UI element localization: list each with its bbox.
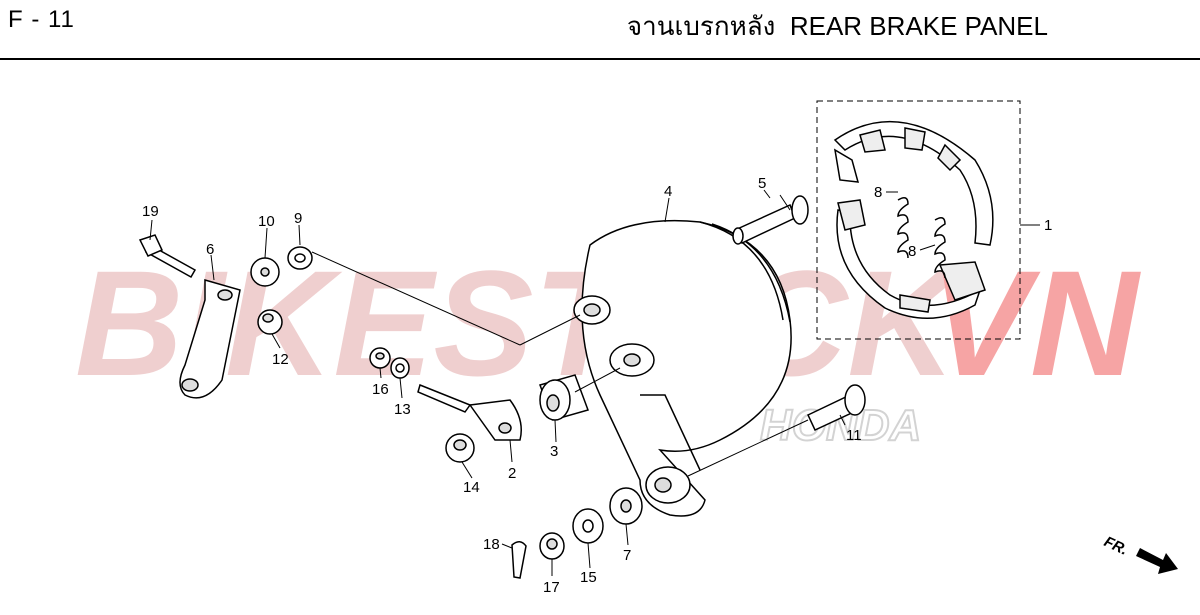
nut-14 — [445, 433, 475, 463]
wear-indicator-plate — [250, 257, 280, 287]
washer-13 — [390, 357, 410, 379]
page-header: F - 11 จานเบรกหลัง REAR BRAKE PANEL — [0, 0, 1200, 60]
washer-7 — [609, 487, 643, 525]
brake-shoe-upper — [833, 120, 994, 246]
callout-1: 1 — [1044, 217, 1052, 234]
title-thai: จานเบรกหลัง — [626, 11, 776, 41]
callout-19: 19 — [142, 203, 159, 220]
title-english: REAR BRAKE PANEL — [789, 11, 1048, 41]
rubber-cap — [257, 309, 283, 335]
callout-2: 2 — [508, 465, 516, 482]
anchor-pin — [732, 195, 809, 245]
callout-17: 17 — [543, 579, 560, 596]
arm-bolt — [138, 234, 197, 279]
callout-13: 13 — [394, 401, 411, 418]
callout-4: 4 — [664, 183, 672, 200]
callout-8b: 8 — [908, 243, 916, 260]
brake-panel — [573, 219, 792, 517]
brake-shoe-lower — [836, 199, 986, 319]
callout-7: 7 — [623, 547, 631, 564]
callout-12: 12 — [272, 351, 289, 368]
washer-15 — [572, 508, 604, 544]
brake-shoe-spring-left — [897, 197, 909, 259]
page-code: F - 11 — [8, 6, 75, 33]
callout-11: 11 — [846, 427, 862, 444]
nut-16 — [369, 347, 391, 369]
direction-label: FR. — [1101, 533, 1130, 559]
callout-16: 16 — [372, 381, 389, 398]
callout-leaders — [149, 189, 1040, 576]
mounting-bolt-right — [807, 384, 866, 431]
callout-10: 10 — [258, 213, 275, 230]
collar-spacer — [539, 374, 589, 421]
stopper-arm — [417, 383, 522, 441]
callout-14: 14 — [463, 479, 480, 496]
front-direction-indicator: FR. — [1101, 533, 1178, 574]
callout-18: 18 — [483, 536, 500, 553]
callout-6: 6 — [206, 241, 214, 258]
callout-15: 15 — [580, 569, 597, 586]
header-divider — [0, 58, 1200, 60]
brake-shoe-group-box — [816, 100, 1021, 340]
brake-arm — [179, 279, 241, 399]
connection-lines — [311, 194, 809, 477]
cotter-pin — [511, 541, 527, 579]
callout-8a: 8 — [874, 184, 882, 201]
felt-seal — [287, 246, 313, 270]
callout-numbers: 1 2 3 4 5 6 7 8 8 9 10 11 12 13 14 15 16… — [142, 175, 1052, 596]
callout-5: 5 — [758, 175, 766, 192]
page-title: จานเบรกหลัง REAR BRAKE PANEL — [627, 6, 1048, 47]
brake-shoe-spring-right — [934, 217, 946, 279]
nut-17 — [539, 532, 565, 560]
callout-3: 3 — [550, 443, 558, 460]
callout-9: 9 — [294, 210, 302, 227]
front-arrow-icon — [1136, 548, 1178, 574]
